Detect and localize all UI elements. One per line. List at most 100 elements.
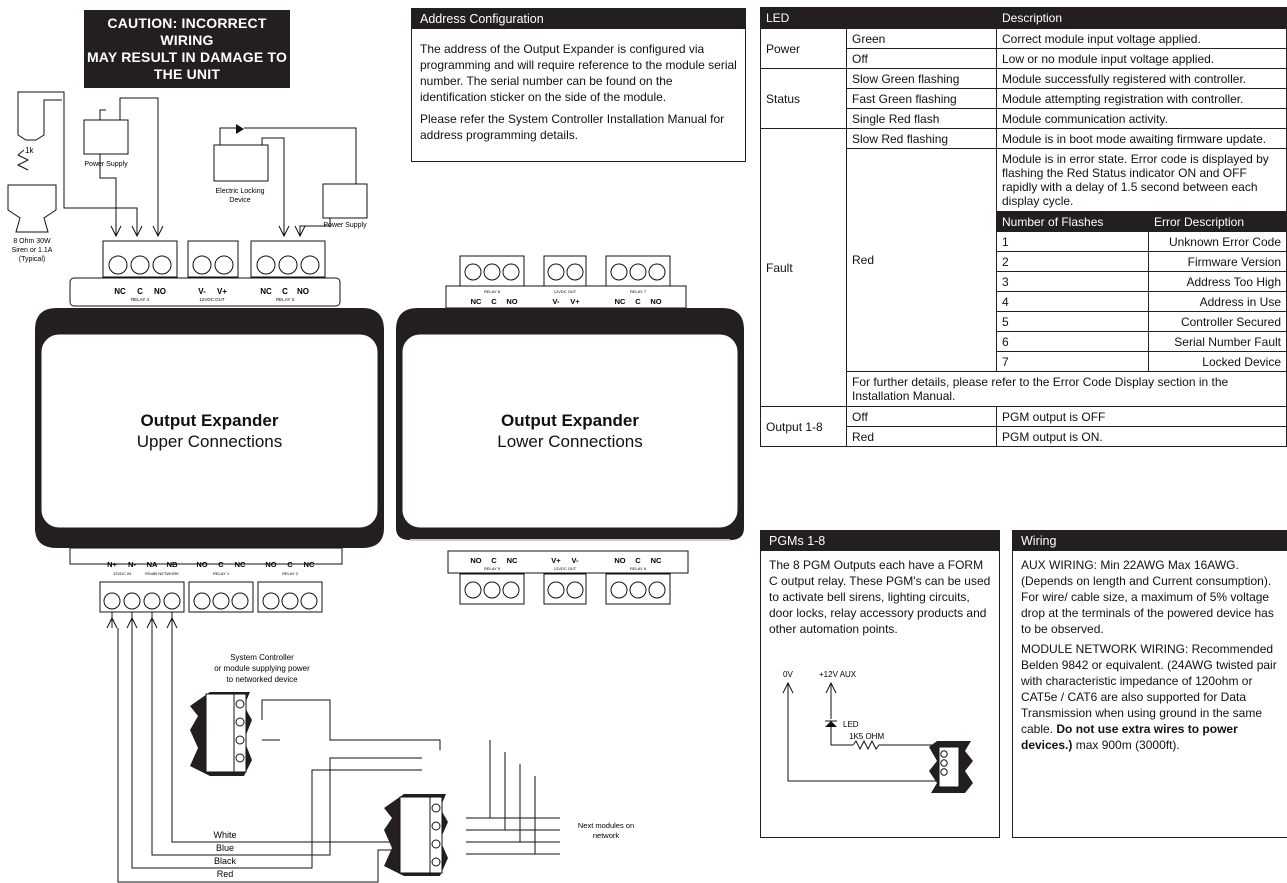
error-description: Address Too High	[1148, 271, 1287, 292]
address-paragraph-1: The address of the Output Expander is co…	[420, 42, 737, 104]
network-wiring-length: max 900m (3000ft).	[1072, 738, 1180, 752]
system-controller-label-line: System Controller	[230, 653, 294, 662]
error-description: Unknown Error Code	[1148, 231, 1287, 252]
output-expander-lower-body	[396, 308, 744, 541]
pin-label: NC	[651, 556, 662, 565]
address-configuration-panel: Address Configuration The address of the…	[411, 8, 746, 162]
network-wires	[106, 612, 560, 883]
led-error-description: Module is in error state. Error code is …	[996, 148, 1287, 212]
system-controller-terminal-block-icon	[190, 692, 252, 776]
group-label: RELAY 7	[630, 289, 647, 294]
power-supply-1-icon	[83, 119, 129, 155]
led-state: Red	[846, 426, 997, 447]
lower-module-label: Output Expander Lower Connections	[402, 410, 738, 452]
siren-label: 8 Ohm 30W Siren or 1.1A (Typical)	[12, 238, 53, 263]
led-status-label: Status	[760, 68, 847, 129]
lower-terminal-strip	[99, 581, 323, 613]
pgms-title: PGMs 1-8	[761, 531, 999, 551]
next-module-terminal-block-icon	[384, 794, 448, 876]
table-row: Power Green Correct module input voltage…	[760, 28, 1287, 69]
diode-icon	[236, 124, 244, 134]
resistor-label: 1K5 OHM	[849, 732, 884, 741]
resistor-1k-label: 1k	[25, 146, 34, 155]
led-description: Module communication activity.	[996, 108, 1287, 129]
pin-label: V+	[551, 556, 561, 565]
table-row: Fast Green flashing Module attempting re…	[761, 88, 1287, 109]
right-top-terminal-strip	[445, 255, 687, 309]
pin-label: C	[635, 297, 641, 306]
upper-module-label: Output Expander Upper Connections	[41, 410, 378, 452]
error-count: 1	[996, 231, 1149, 252]
pin-label: NC	[235, 560, 246, 569]
wire-label-blue: Blue	[216, 843, 234, 853]
pin-label: C	[491, 556, 497, 565]
network-wiring-warning: Do not use extra wires to power devices.…	[1021, 722, 1238, 752]
pin-label: NO	[265, 560, 276, 569]
error-description: Address in Use	[1148, 291, 1287, 312]
table-row: For further details, please refer to the…	[761, 371, 1287, 407]
pin-label: N+	[107, 560, 117, 569]
pin-label: NO	[650, 297, 661, 306]
group-label: RELAY 1	[213, 571, 230, 576]
pgms-text: The 8 PGM Outputs each have a FORM C out…	[769, 558, 991, 636]
lower-group-labels: 12VDC IN RS485 NETWORK RELAY 1 RELAY 2	[113, 571, 299, 576]
led-state: Slow Green flashing	[846, 68, 997, 89]
led-header-description: Description	[996, 7, 1287, 29]
pin-label: NC	[507, 556, 518, 565]
table-row: Off Low or no module input voltage appli…	[761, 48, 1287, 69]
led-power-label: Power	[760, 28, 847, 69]
right-bottom-pin-labels: NO C NC V+ V- NO C NC	[470, 556, 662, 565]
ov-label: 0V	[783, 670, 793, 679]
electric-lock-label: Electric Locking Device	[215, 188, 264, 204]
pgms-panel: PGMs 1-8 The 8 PGM Outputs each have a F…	[760, 530, 1000, 838]
pin-label: C	[137, 287, 143, 296]
pin-label: NO	[196, 560, 207, 569]
led-description: PGM output is ON.	[996, 426, 1287, 447]
pin-label: NA	[147, 560, 158, 569]
electric-lock-icon	[213, 144, 269, 182]
led-description: PGM output is OFF	[996, 406, 1287, 427]
led-state: Green	[846, 28, 997, 49]
power-supply-2-icon	[322, 183, 368, 219]
led-state: Single Red flash	[846, 108, 997, 129]
wiring-diagram: 1k 8 Ohm 30W Siren or 1.1A (Typical) Pow…	[7, 91, 744, 883]
lower-module-title: Output Expander	[501, 411, 639, 430]
pin-label: NC	[615, 297, 626, 306]
address-paragraph-2: Please refer the System Controller Insta…	[420, 112, 725, 142]
lower-pin-labels: N+ N- NA NB NO C NC NO C NC	[107, 560, 315, 569]
led-table-wrapper: LED Description Power Green Correct modu…	[760, 7, 1287, 447]
error-count: 2	[996, 251, 1149, 272]
right-bottom-group-labels: RELAY 5 12VDC OUT RELAY 6	[484, 566, 647, 571]
pin-label: NO	[470, 556, 481, 565]
pin-label: V-	[571, 556, 579, 565]
led-state: Slow Red flashing	[846, 128, 997, 149]
led-state-red: Red	[846, 148, 997, 372]
group-label: RELAY 5	[484, 566, 501, 571]
pin-label: C	[635, 556, 641, 565]
pin-label: NC	[304, 560, 315, 569]
system-controller-label-line: or module supplying power	[214, 664, 310, 673]
pin-label: C	[218, 560, 224, 569]
led-label: LED	[843, 720, 859, 729]
error-header-flashes: Number of Flashes	[996, 211, 1149, 232]
network-wiring-main: MODULE NETWORK WIRING: Recommended Belde…	[1021, 642, 1277, 736]
group-label: RELAY 2	[282, 571, 299, 576]
power-supply-1-label: Power Supply	[84, 161, 128, 168]
pin-label: C	[491, 297, 497, 306]
wire-label-red: Red	[217, 869, 234, 879]
pin-label: C	[282, 287, 288, 296]
pin-label: C	[287, 560, 293, 569]
upper-terminal-strip	[69, 240, 341, 307]
group-label: RELAY 3	[276, 297, 295, 302]
table-row: Red PGM output is ON.	[761, 426, 1287, 447]
electric-lock-label-line: Device	[229, 197, 251, 204]
table-row: Red Module is in error state. Error code…	[761, 148, 1287, 372]
system-controller-label: System Controller or module supplying po…	[214, 653, 310, 684]
power-supply-2-label: Power Supply	[323, 222, 367, 229]
group-label: 12VDC OUT	[199, 297, 225, 302]
upper-group-labels: RELAY 4 12VDC OUT RELAY 3	[131, 297, 295, 302]
led-table: LED Description Power Green Correct modu…	[760, 7, 1287, 447]
led-description: Low or no module input voltage applied.	[996, 48, 1287, 69]
